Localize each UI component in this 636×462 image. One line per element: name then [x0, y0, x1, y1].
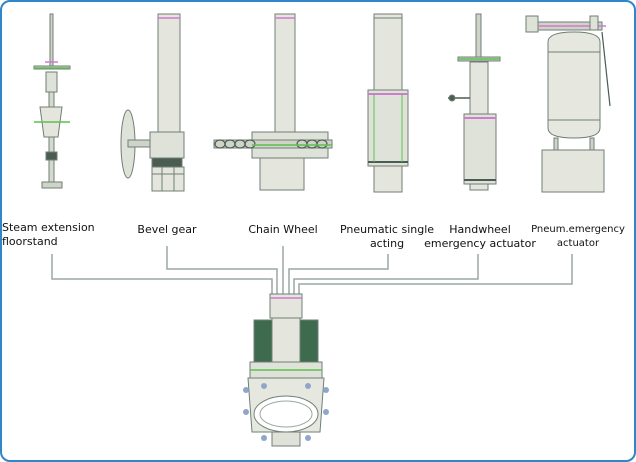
label-chain-wheel: Chain Wheel [233, 223, 333, 237]
label-handwheel-emergency-line1: Handwheel [449, 223, 511, 236]
label-steam-extension: Steam extension floorstand [2, 221, 102, 249]
label-pneumatic-single-line2: acting [369, 237, 405, 250]
chain-wheel-drawing [213, 13, 333, 191]
label-pneumatic-single-line1: Pneumatic single [339, 223, 435, 236]
label-bevel-gear: Bevel gear [117, 223, 217, 237]
label-pneumatic-single: Pneumatic single acting [328, 223, 446, 251]
label-steam-extension-line2: floorstand [2, 235, 58, 248]
bevel-gear-drawing [120, 13, 185, 192]
handwheel-emergency-drawing [448, 13, 501, 191]
knife-gate-valve-drawing [243, 293, 329, 447]
label-pneum-emergency-line2: actuator [556, 238, 600, 249]
label-steam-extension-line1: Steam extension [2, 221, 95, 234]
pneumatic-single-drawing [367, 13, 409, 193]
label-bevel-gear-line1: Bevel gear [137, 223, 197, 236]
label-pneum-emergency-line1: Pneum.emergency [531, 224, 625, 235]
label-handwheel-emergency: Handwheel emergency actuator [422, 223, 538, 251]
steam-extension-drawing [33, 13, 71, 189]
label-chain-wheel-line1: Chain Wheel [248, 223, 318, 236]
label-handwheel-emergency-line2: emergency actuator [424, 237, 536, 250]
connector-lines [51, 246, 573, 294]
pneum-emergency-drawing [525, 15, 611, 193]
label-pneum-emergency: Pneum.emergency actuator [528, 223, 628, 251]
